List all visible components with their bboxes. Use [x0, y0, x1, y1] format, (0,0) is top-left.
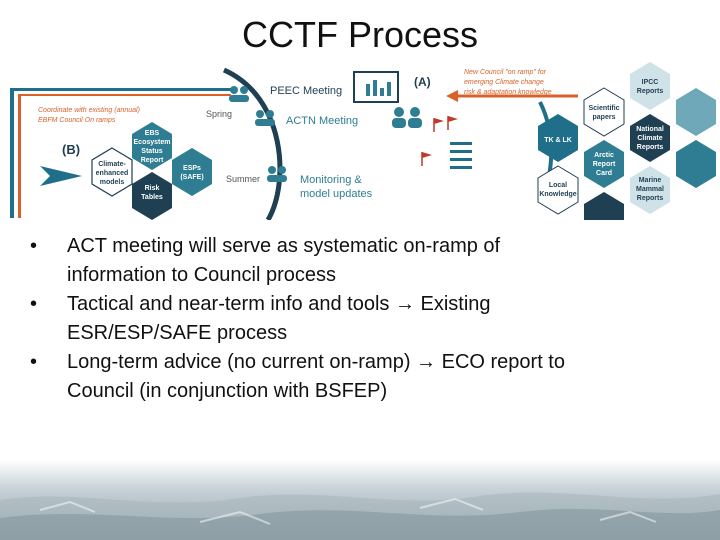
hex-climate-line-1: Climate-	[98, 161, 126, 168]
hex-national	[630, 114, 670, 162]
label-a: (A)	[414, 75, 431, 89]
hex-blank-2	[676, 140, 716, 188]
hex-climate-line-3: models	[100, 179, 125, 186]
hex-marine-line-2: Mammal	[636, 186, 664, 193]
hex-national-line-1: National	[636, 126, 664, 133]
hex-ebs	[132, 122, 172, 170]
seasonal-cycle-arc	[222, 67, 283, 220]
bullet-dot: •	[30, 293, 38, 315]
hex-national-line-2: Climate	[637, 135, 662, 142]
hex-local	[537, 165, 579, 215]
slide-title: CCTF Process	[241, 14, 479, 55]
actn-people-icon	[255, 110, 275, 126]
hex-ipcc	[630, 62, 670, 110]
hex-scientific	[583, 87, 625, 137]
hex-blank-3	[584, 192, 624, 220]
process-diagram: Coordinate with existing (annual) EBFM C…	[10, 62, 716, 220]
hex-risk-line-1: Risk	[145, 185, 160, 192]
spring-label: Spring	[206, 109, 232, 119]
hex-esps	[172, 148, 212, 196]
hex-arctic-line-3: Card	[596, 170, 612, 177]
hex-ipcc-line-2: Reports	[637, 88, 664, 95]
monitoring-label-2: model updates	[300, 188, 373, 200]
actn-meeting-label: ACTN Meeting	[286, 115, 358, 127]
bullet-text-line2: Council (in conjunction with BSFEP)	[67, 380, 388, 402]
hex-ebs-line-1: EBS	[145, 130, 160, 137]
hex-national-line-3: Reports	[637, 144, 664, 151]
hex-esps-line-2: (SAFE)	[180, 174, 203, 181]
peec-meeting-label: PEEC Meeting	[270, 85, 342, 97]
hex-climate	[91, 147, 133, 197]
arrow-right-icon: →	[416, 351, 437, 373]
bullet-item: • Long-term advice (no current on-ramp) …	[30, 348, 690, 406]
hex-local-line-1: Local	[549, 182, 567, 189]
coordinate-label-1: Coordinate with existing (annual)	[38, 107, 140, 114]
hex-risk	[132, 172, 172, 220]
hex-tk-label: TK & LK	[544, 137, 572, 144]
new-council-line-1: New Council "on ramp" for	[464, 69, 547, 76]
bullet-text-line2: information to Council process	[67, 264, 337, 286]
bullet-text: Long-term advice (no current on-ramp)	[67, 351, 417, 373]
hex-climate-line-2: enhanced	[96, 170, 129, 177]
on-ramp-arrow-icon	[446, 90, 458, 102]
hex-arctic	[584, 140, 624, 188]
hex-scientific-line-2: papers	[593, 114, 616, 121]
arrow-right-icon: →	[394, 293, 415, 315]
audience-icon	[392, 107, 422, 128]
hex-ipcc-line-1: IPCC	[642, 79, 659, 86]
bullet-dot: •	[30, 351, 38, 373]
hex-marine-line-3: Reports	[637, 195, 664, 202]
bullet-text: ACT meeting will serve as systematic on-…	[67, 235, 501, 257]
monitoring-label-1: Monitoring &	[300, 174, 362, 186]
bullet-dot: •	[30, 235, 38, 257]
summer-label: Summer	[226, 174, 260, 184]
ice-texture-footer	[0, 460, 720, 540]
hex-marine-line-1: Marine	[639, 177, 662, 184]
new-council-line-2: emerging Climate change	[464, 79, 544, 86]
monitoring-people-icon	[267, 166, 287, 182]
bullet-list: • ACT meeting will serve as systematic o…	[30, 232, 690, 406]
hex-ebs-line-3: Status	[141, 148, 163, 155]
peec-people-icon	[229, 86, 249, 102]
bullet-text-after: Existing	[414, 293, 491, 315]
hex-blank-1	[676, 88, 716, 136]
hex-arctic-line-1: Arctic	[594, 152, 614, 159]
hex-esps-line-1: ESPs	[183, 165, 201, 172]
presentation-board-icon	[353, 71, 399, 103]
hex-arctic-line-2: Report	[593, 161, 616, 168]
hex-scientific-line-1: Scientific	[588, 105, 619, 112]
label-b: (B)	[62, 142, 80, 157]
bullet-text: Tactical and near-term info and tools	[67, 293, 395, 315]
bullet-text-after: ECO report to	[436, 351, 565, 373]
bullet-text-line2: ESR/ESP/SAFE process	[67, 322, 288, 344]
arrow-into-models-icon	[40, 166, 82, 186]
hex-tk	[538, 114, 578, 162]
hex-marine	[630, 166, 670, 214]
hex-local-line-2: Knowledge	[539, 191, 576, 198]
hex-ebs-line-2: Ecosystem	[134, 139, 171, 146]
red-flags-icon	[421, 116, 458, 166]
hex-risk-line-2: Tables	[141, 194, 163, 201]
hex-ebs-line-4: Report	[141, 157, 164, 164]
checklist-icon	[450, 142, 472, 169]
new-council-line-3: risk & adaptation knowledge	[464, 89, 552, 96]
bullet-item: • Tactical and near-term info and tools …	[30, 290, 690, 348]
bullet-item: • ACT meeting will serve as systematic o…	[30, 232, 690, 290]
coordinate-label-2: EBFM Council On ramps	[38, 117, 116, 124]
